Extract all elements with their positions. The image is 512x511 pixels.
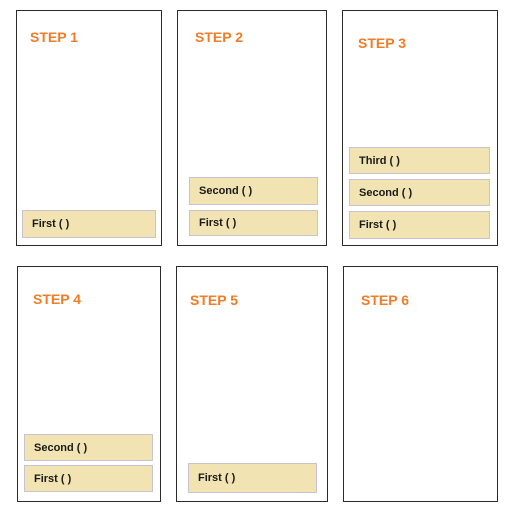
step-2-title: STEP 2 xyxy=(195,29,243,45)
step-3-frame-third: Third ( ) xyxy=(349,147,490,174)
step-2-frame-second: Second ( ) xyxy=(189,177,318,205)
step-3-title: STEP 3 xyxy=(358,35,406,51)
step-5-frame-first: First ( ) xyxy=(188,463,317,493)
step-3-frame-second: Second ( ) xyxy=(349,179,490,206)
step-1-frame-first: First ( ) xyxy=(22,210,156,238)
step-2-frame-first: First ( ) xyxy=(189,210,318,236)
step-5-panel: STEP 5 First ( ) xyxy=(176,266,328,502)
step-4-panel: STEP 4 Second ( ) First ( ) xyxy=(17,266,161,502)
step-4-frame-first: First ( ) xyxy=(24,465,153,492)
step-3-panel: STEP 3 Third ( ) Second ( ) First ( ) xyxy=(342,10,498,246)
step-3-frame-first: First ( ) xyxy=(349,211,490,239)
step-1-panel: STEP 1 First ( ) xyxy=(16,10,162,246)
step-2-panel: STEP 2 Second ( ) First ( ) xyxy=(177,10,327,246)
step-6-title: STEP 6 xyxy=(361,292,409,308)
step-5-title: STEP 5 xyxy=(190,292,238,308)
step-4-frame-second: Second ( ) xyxy=(24,434,153,461)
step-4-title: STEP 4 xyxy=(33,291,81,307)
step-6-panel: STEP 6 xyxy=(343,266,498,502)
step-1-title: STEP 1 xyxy=(30,29,78,45)
